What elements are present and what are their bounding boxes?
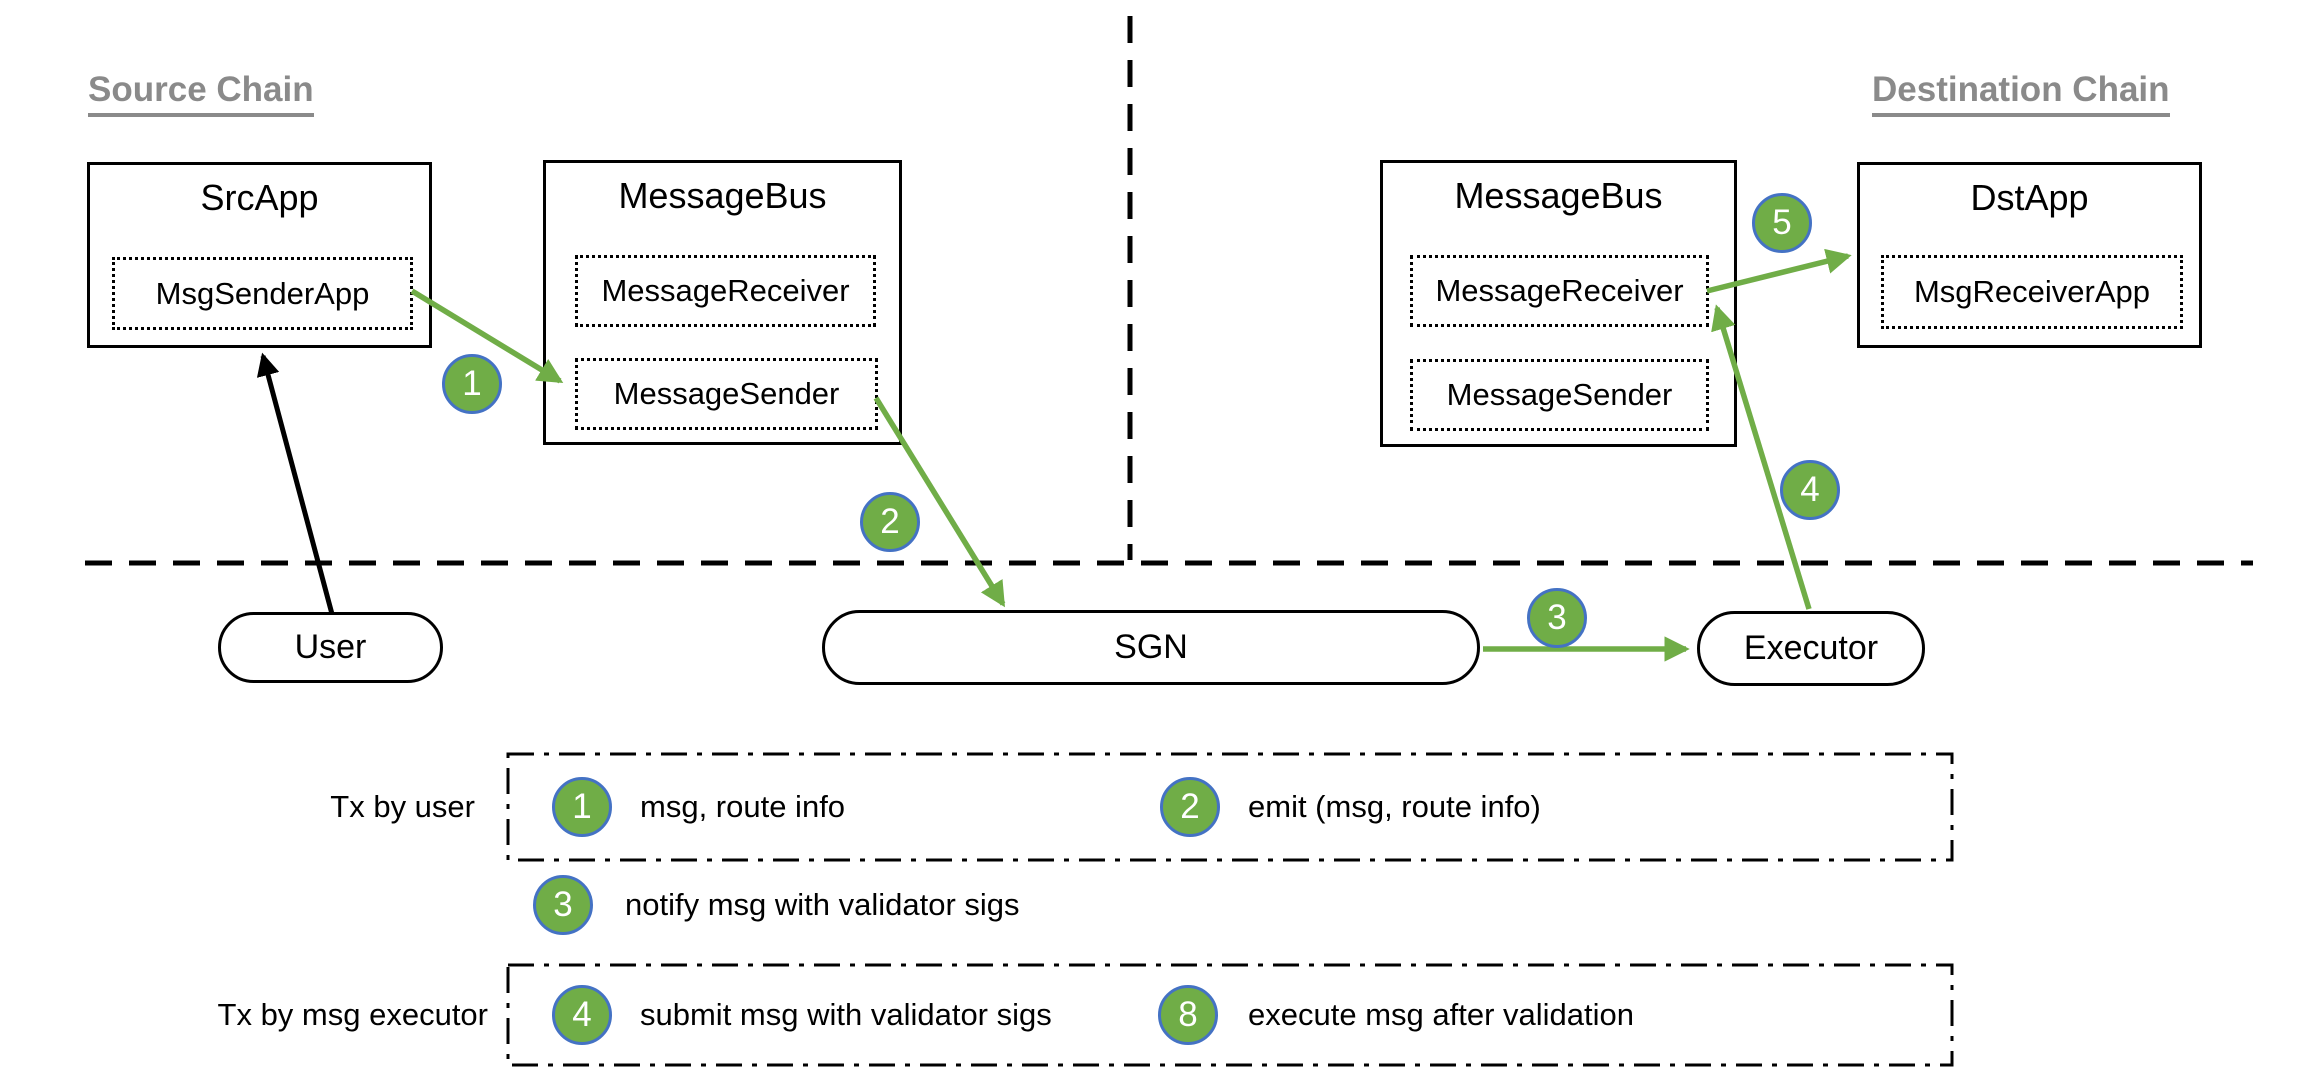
message-bus-destination-title: MessageBus <box>1454 175 1663 216</box>
msg-sender-app-label: MsgSenderApp <box>155 275 370 311</box>
legend-text-8: execute msg after validation <box>1248 997 1634 1032</box>
message-receiver-source-label: MessageReceiver <box>601 273 850 308</box>
message-receiver-source-box: MessageReceiver <box>575 255 876 327</box>
message-sender-source-box: MessageSender <box>575 358 878 430</box>
message-receiver-destination-box: MessageReceiver <box>1410 255 1709 327</box>
user-label: User <box>294 628 367 666</box>
legend-label-tx-by-user: Tx by user <box>330 789 475 824</box>
legend-text-1: msg, route info <box>640 789 846 824</box>
message-sender-destination-box: MessageSender <box>1410 359 1709 431</box>
executor-pill: Executor <box>1697 611 1925 686</box>
message-bus-source-box: MessageBus MessageReceiver MessageSender <box>543 160 902 445</box>
sgn-pill: SGN <box>822 610 1480 685</box>
step-badge-3: 3 <box>1527 588 1587 648</box>
legend-badge-4: 4 <box>552 985 612 1045</box>
msg-receiver-app-box: MsgReceiverApp <box>1881 255 2183 329</box>
src-app-box: SrcApp MsgSenderApp <box>87 162 432 348</box>
message-bus-destination-box: MessageBus MessageReceiver MessageSender <box>1380 160 1737 447</box>
legend-badge-8: 8 <box>1158 985 1218 1045</box>
step-badge-4: 4 <box>1780 460 1840 520</box>
step-badge-5: 5 <box>1752 193 1812 253</box>
message-sender-source-label: MessageSender <box>613 376 840 411</box>
step-badge-2: 2 <box>860 492 920 552</box>
source-chain-heading: Source Chain <box>88 70 314 117</box>
message-receiver-destination-label: MessageReceiver <box>1435 273 1684 308</box>
src-app-title: SrcApp <box>200 177 319 218</box>
user-pill: User <box>218 612 443 683</box>
legend-label-tx-by-executor: Tx by msg executor <box>217 997 488 1032</box>
legend-badge-3: 3 <box>533 875 593 935</box>
dst-app-box: DstApp MsgReceiverApp <box>1857 162 2202 348</box>
msg-sender-app-box: MsgSenderApp <box>112 257 413 330</box>
step-badge-1: 1 <box>442 354 502 414</box>
executor-label: Executor <box>1743 629 1879 667</box>
legend-text-2: emit (msg, route info) <box>1248 789 1541 824</box>
msg-receiver-app-label: MsgReceiverApp <box>1913 274 2151 309</box>
message-bus-source-title: MessageBus <box>618 175 827 216</box>
destination-chain-heading: Destination Chain <box>1872 70 2170 117</box>
legend-text-4: submit msg with validator sigs <box>640 997 1052 1032</box>
legend-text-3: notify msg with validator sigs <box>625 887 1020 922</box>
sgn-label: SGN <box>1114 628 1188 666</box>
message-sender-destination-label: MessageSender <box>1446 377 1673 412</box>
legend-badge-2: 2 <box>1160 777 1220 837</box>
legend-badge-1: 1 <box>552 777 612 837</box>
arrow-user-to-srcapp <box>256 352 335 615</box>
dst-app-title: DstApp <box>1970 177 2089 218</box>
